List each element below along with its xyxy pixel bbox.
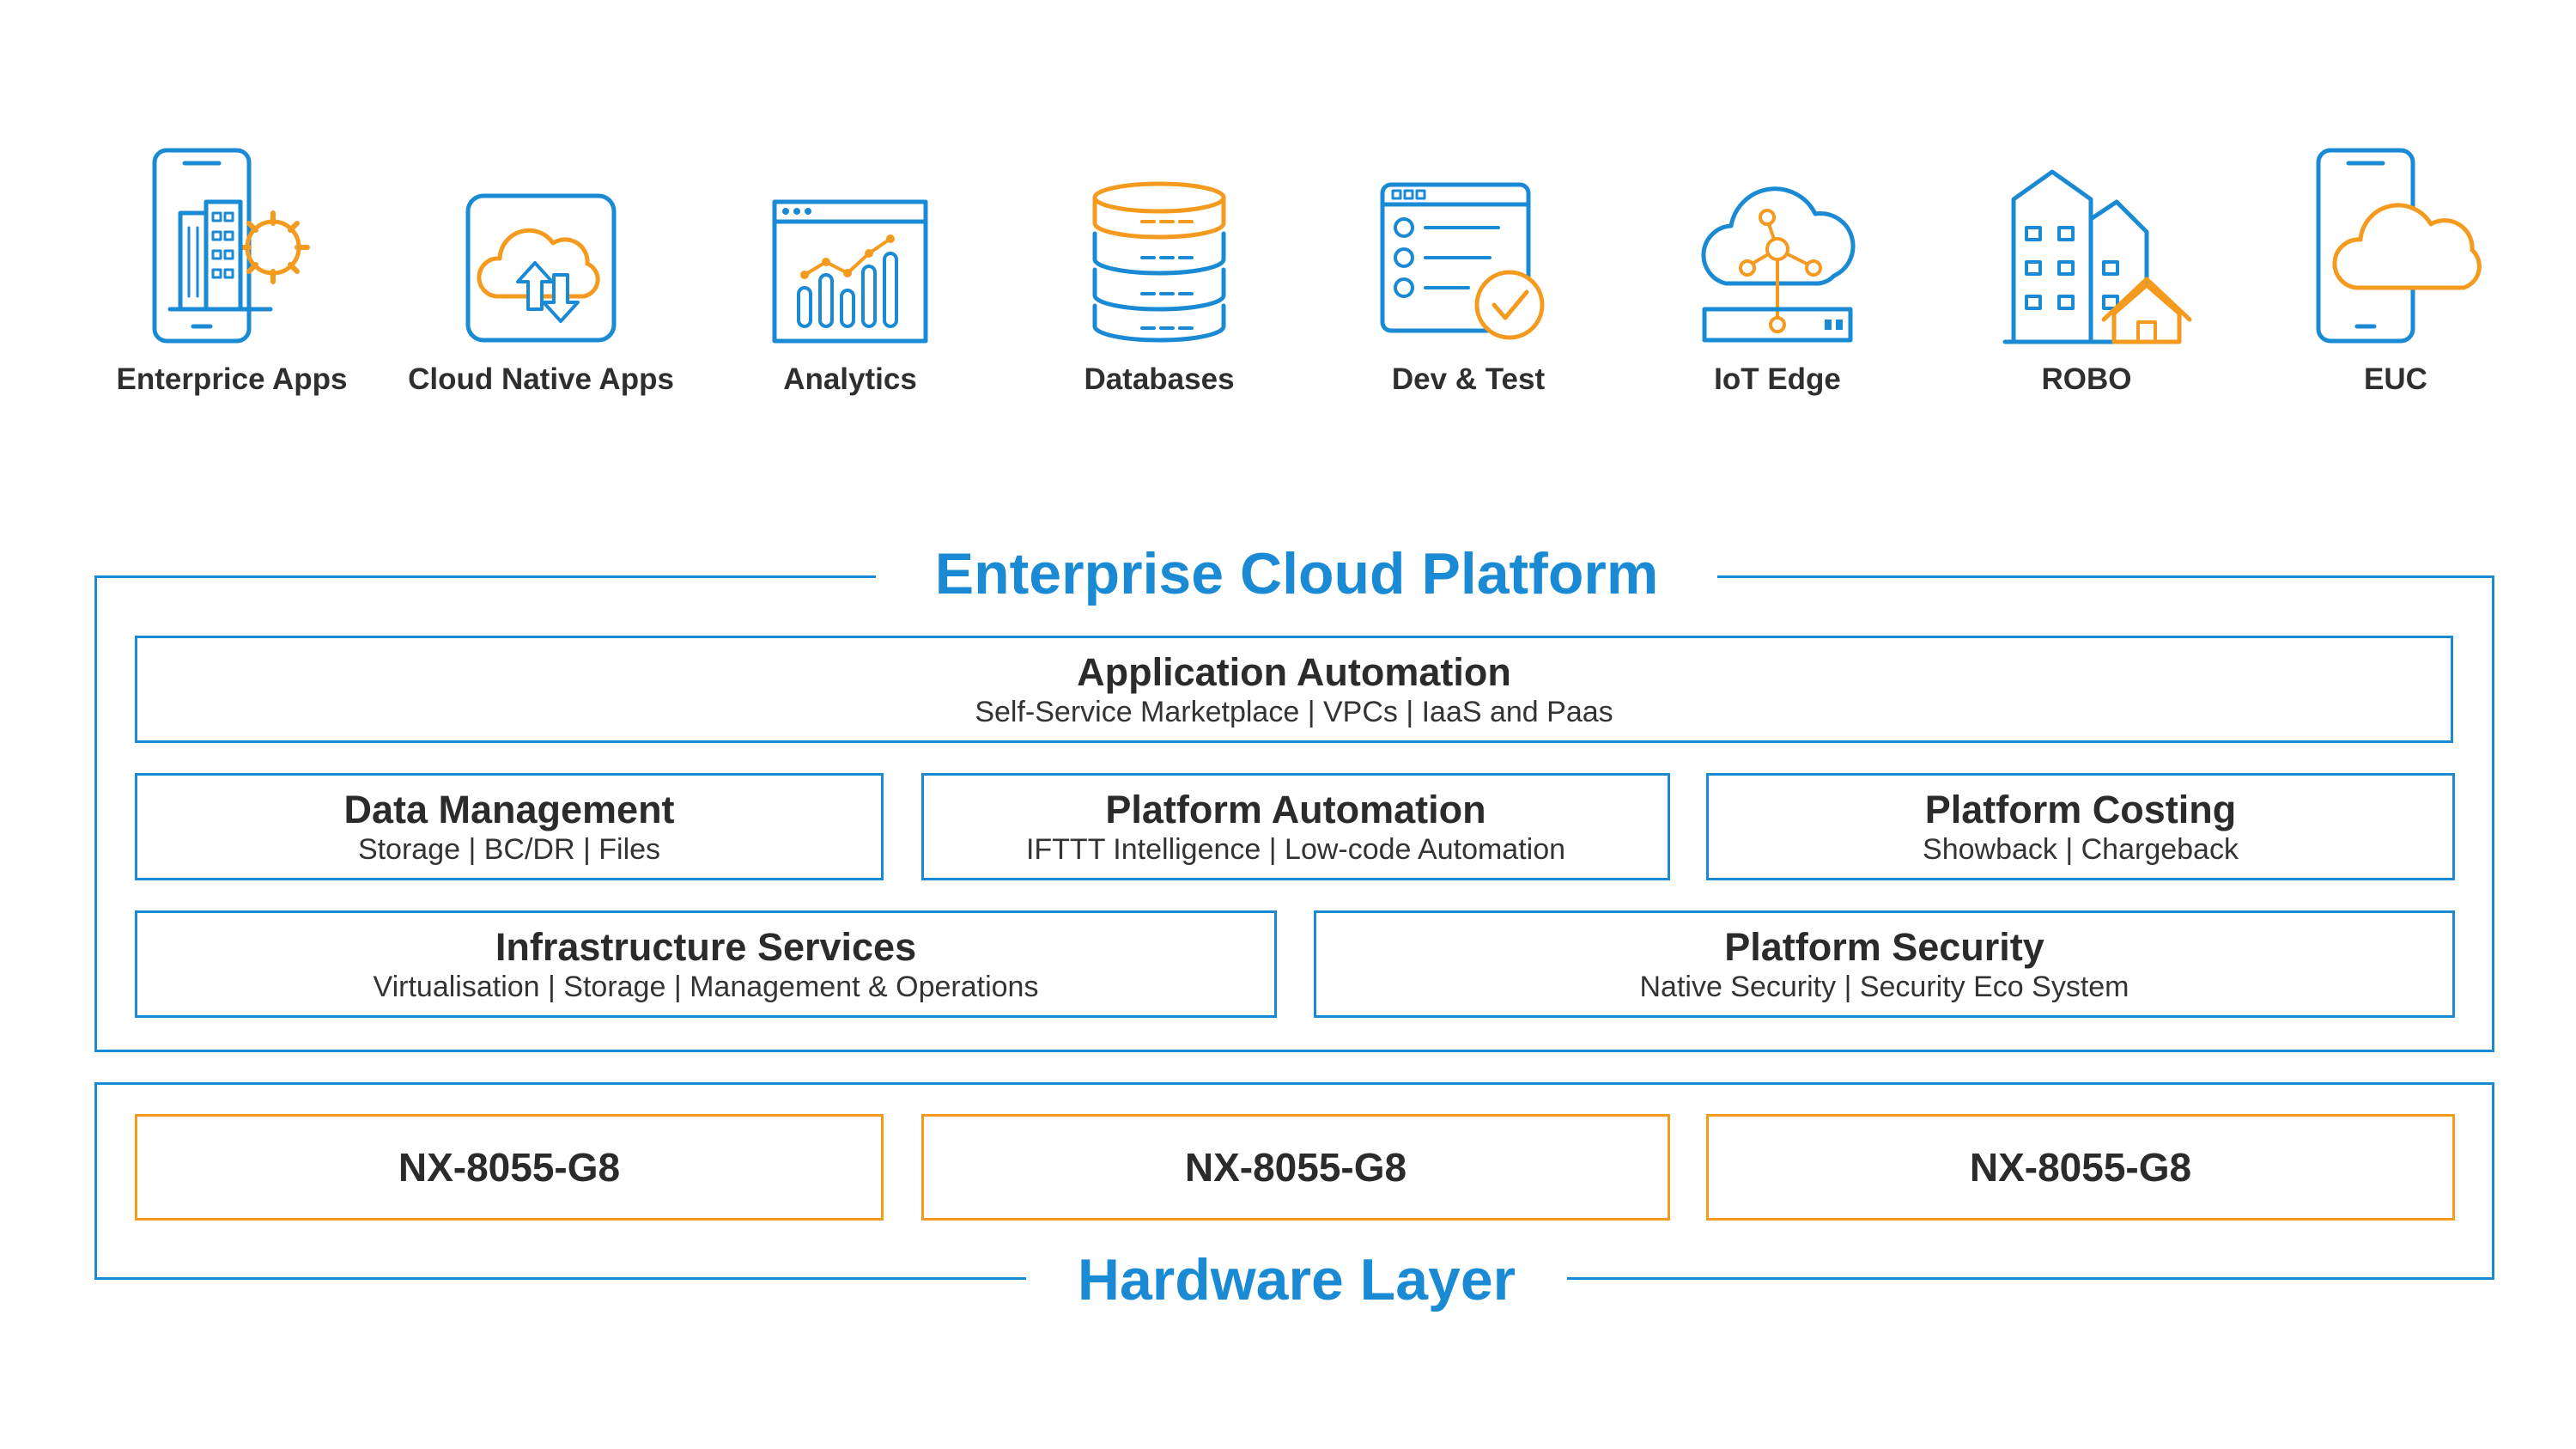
box-title: Platform Costing [1924,788,2237,831]
hardware-title: Hardware Layer [1026,1237,1567,1323]
workload-enterprise-apps: Enterprice Apps [77,137,386,412]
workload-label: ROBO [2041,362,2132,396]
hardware-node: NX-8055-G8 [135,1114,884,1221]
workload-euc: EUC [2241,137,2550,412]
platform-costing-box: Platform Costing Showback | Chargeback [1706,773,2455,880]
checklist-icon [1380,182,1545,340]
box-title: Platform Security [1724,925,2044,969]
workload-analytics: Analytics [696,137,1005,412]
app-automation-box: Application Automation Self-Service Mark… [135,636,2453,743]
workload-iot-edge: IoT Edge [1623,137,1932,412]
box-title: Data Management [343,788,675,831]
iot-cloud-icon [1701,186,1856,343]
workload-databases: Databases [1005,137,1314,412]
box-subtitle: Showback | Chargeback [1923,833,2239,866]
box-subtitle: Storage | BC/DR | Files [357,833,661,866]
hardware-node: NX-8055-G8 [1706,1114,2455,1221]
hardware-node: NX-8055-G8 [921,1114,1670,1221]
analytics-chart-icon [772,199,928,344]
workload-label: Dev & Test [1391,362,1546,396]
platform-security-box: Platform Security Native Security | Secu… [1314,910,2455,1018]
cloud-sync-icon [465,193,617,343]
mobile-cloud-icon [2316,148,2482,344]
workload-dev-test: Dev & Test [1314,137,1623,412]
workload-label: Analytics [783,362,917,396]
infrastructure-services-box: Infrastructure Services Virtualisation |… [135,910,1277,1018]
workload-cloud-native-apps: Cloud Native Apps [386,137,696,412]
box-title: Platform Automation [1105,788,1486,831]
workload-label: Cloud Native Apps [408,362,674,396]
workload-label: Enterprice Apps [116,362,348,396]
mobile-building-gear-icon [152,148,310,344]
workload-robo: ROBO [1932,137,2241,412]
database-icon [1092,181,1226,343]
data-management-box: Data Management Storage | BC/DR | Files [135,773,884,880]
box-title: Application Automation [1077,650,1511,694]
platform-title: Enterprise Cloud Platform [876,531,1717,617]
workload-label: EUC [2364,362,2427,396]
workload-label: Databases [1084,362,1235,396]
office-buildings-icon [2002,169,2192,344]
box-subtitle: Native Security | Security Eco System [1639,971,2129,1003]
box-subtitle: Virtualisation | Storage | Management & … [373,971,1039,1003]
box-subtitle: Self-Service Marketplace | VPCs | IaaS a… [975,696,1613,728]
platform-automation-box: Platform Automation IFTTT Intelligence |… [921,773,1670,880]
workload-label: IoT Edge [1714,362,1841,396]
box-subtitle: IFTTT Intelligence | Low-code Automation [1025,833,1566,866]
box-title: Infrastructure Services [495,925,917,969]
